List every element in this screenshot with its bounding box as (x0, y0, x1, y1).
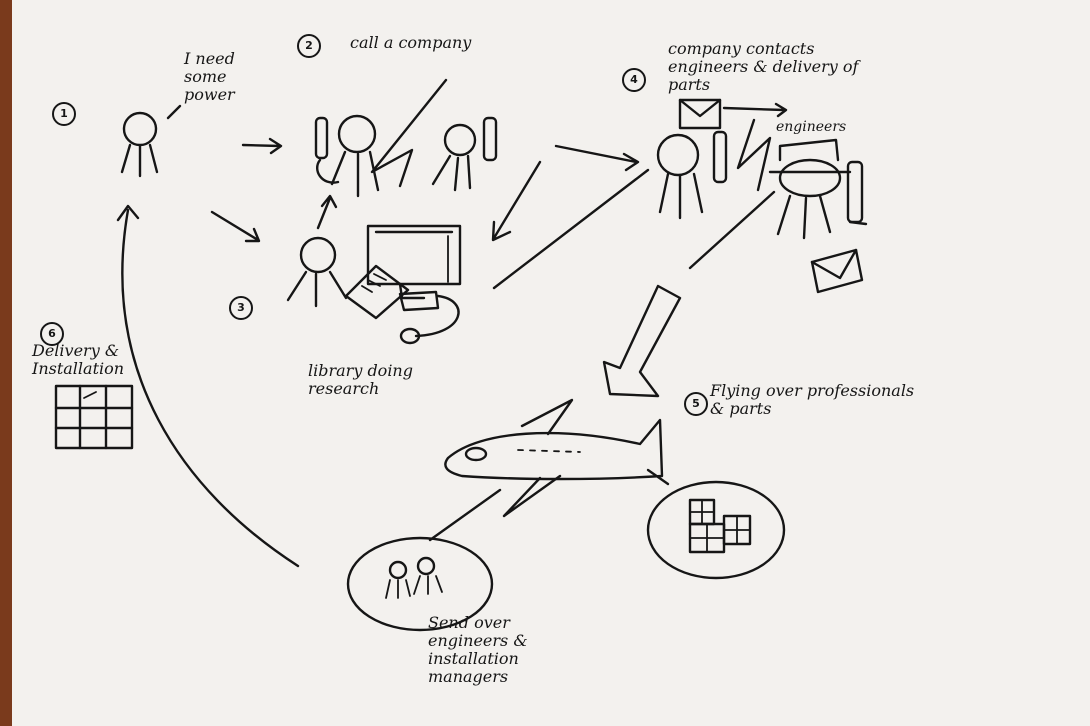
arrow-mail-to-engineers (724, 104, 786, 116)
arrow-4-to-5 (604, 286, 680, 396)
step-1-number: 1 (52, 102, 76, 126)
caller-figure-icon (316, 116, 378, 196)
label-send-over: Send over engineers & installation manag… (428, 614, 528, 686)
step-5-number: 5 (684, 392, 708, 416)
step-3-number: 3 (229, 296, 253, 320)
arrow-1-to-3 (212, 212, 259, 241)
airplane-icon (445, 400, 662, 516)
arrow-6-to-1-loop (118, 206, 298, 566)
envelope-icon-top (680, 100, 720, 128)
computer-monitor-icon (368, 226, 460, 298)
company-person-phone-icon (433, 118, 496, 190)
label-engineers: engineers (776, 118, 846, 136)
step-2-number: 2 (297, 34, 321, 58)
step-4-number: 4 (622, 68, 646, 92)
table-edge (0, 0, 12, 726)
line-4-to-5 (690, 192, 774, 268)
parts-boxes-circle-icon (648, 482, 784, 578)
envelope-icon-bottom (812, 250, 862, 292)
arrow-back-to-3 (493, 162, 540, 240)
label-flying-over: Flying over professionals & parts (710, 382, 914, 418)
arrow-3-to-4 (494, 170, 648, 288)
installation-grid-icon (56, 386, 132, 448)
line-plane-to-engineers (430, 490, 500, 540)
keyboard-mouse-icon (400, 292, 459, 343)
phone-line-zigzag (372, 80, 446, 186)
arrow-2-to-4 (556, 146, 638, 170)
label-call-company: call a company (350, 34, 471, 52)
arrow-3-to-2 (318, 196, 336, 228)
label-company-contacts: company contacts engineers & delivery of… (668, 40, 858, 94)
label-delivery-installation: Delivery & Installation (32, 342, 124, 378)
label-need-power: I need some power (184, 50, 235, 104)
notes-paper-icon (346, 266, 408, 318)
label-library-research: library doing research (308, 362, 413, 398)
engineers-group-icon (770, 140, 866, 238)
phone-line-zigzag-2 (738, 120, 770, 190)
company-figure-icon (658, 132, 726, 218)
customer-figure-icon (122, 106, 180, 176)
arrow-1-to-2 (243, 139, 281, 153)
researcher-figure-icon (288, 238, 346, 306)
